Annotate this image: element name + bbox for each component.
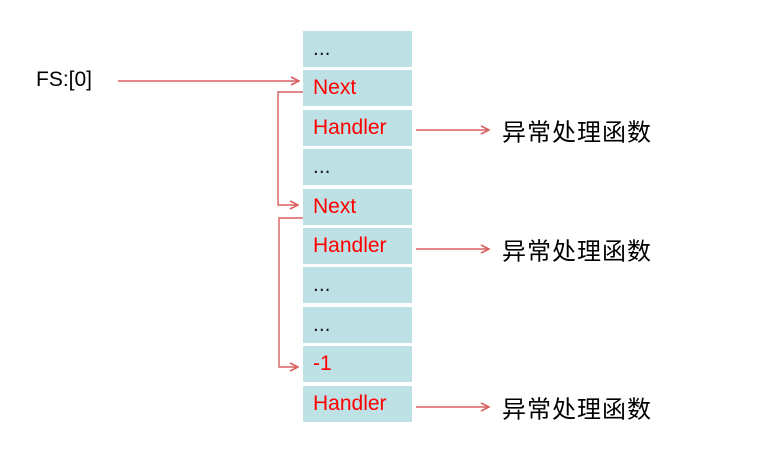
table-cell-ellipsis-1: ... [303,31,412,67]
table-cell-handler-3: Handler [303,385,412,422]
table-cell-end-marker: -1 [303,346,412,383]
table-cell-ellipsis-4: ... [303,306,412,343]
table-cell-ellipsis-3: ... [303,267,412,304]
next2-to-end-connector [278,217,303,367]
fs0-label: FS:[0] [36,68,93,91]
table-cell-next-2: Next [303,188,412,225]
seh-stack-table: ... Next Handler ... Next Handler ... ..… [303,31,412,422]
table-cell-next-1: Next [303,70,412,107]
handler-function-label-3: 异常处理函数 [502,397,652,424]
table-cell-handler-1: Handler [303,109,412,146]
handler-function-label-2: 异常处理函数 [502,239,652,266]
table-cell-handler-2: Handler [303,227,412,264]
handler-function-label-1: 异常处理函数 [502,120,652,147]
next1-to-next2-connector [277,91,303,205]
table-cell-ellipsis-2: ... [303,149,412,186]
